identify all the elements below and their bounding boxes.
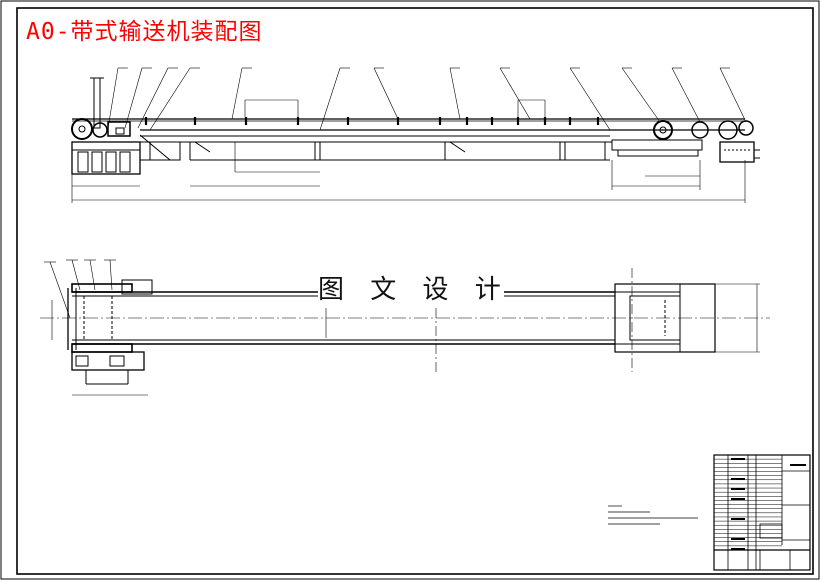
dimension-lines — [71, 99, 746, 203]
title-block — [713, 454, 811, 571]
parts-list-fills — [731, 458, 806, 550]
front-elevation-view — [71, 67, 760, 203]
idler-markers — [144, 117, 600, 125]
technical-notes — [608, 505, 698, 525]
leader-lines — [107, 67, 747, 131]
drawing-title: A0-带式输送机装配图 — [26, 19, 263, 45]
inner-border — [16, 7, 814, 575]
watermark-text: 图 文 设 计 — [318, 272, 504, 308]
parts-list-rows — [714, 458, 782, 547]
